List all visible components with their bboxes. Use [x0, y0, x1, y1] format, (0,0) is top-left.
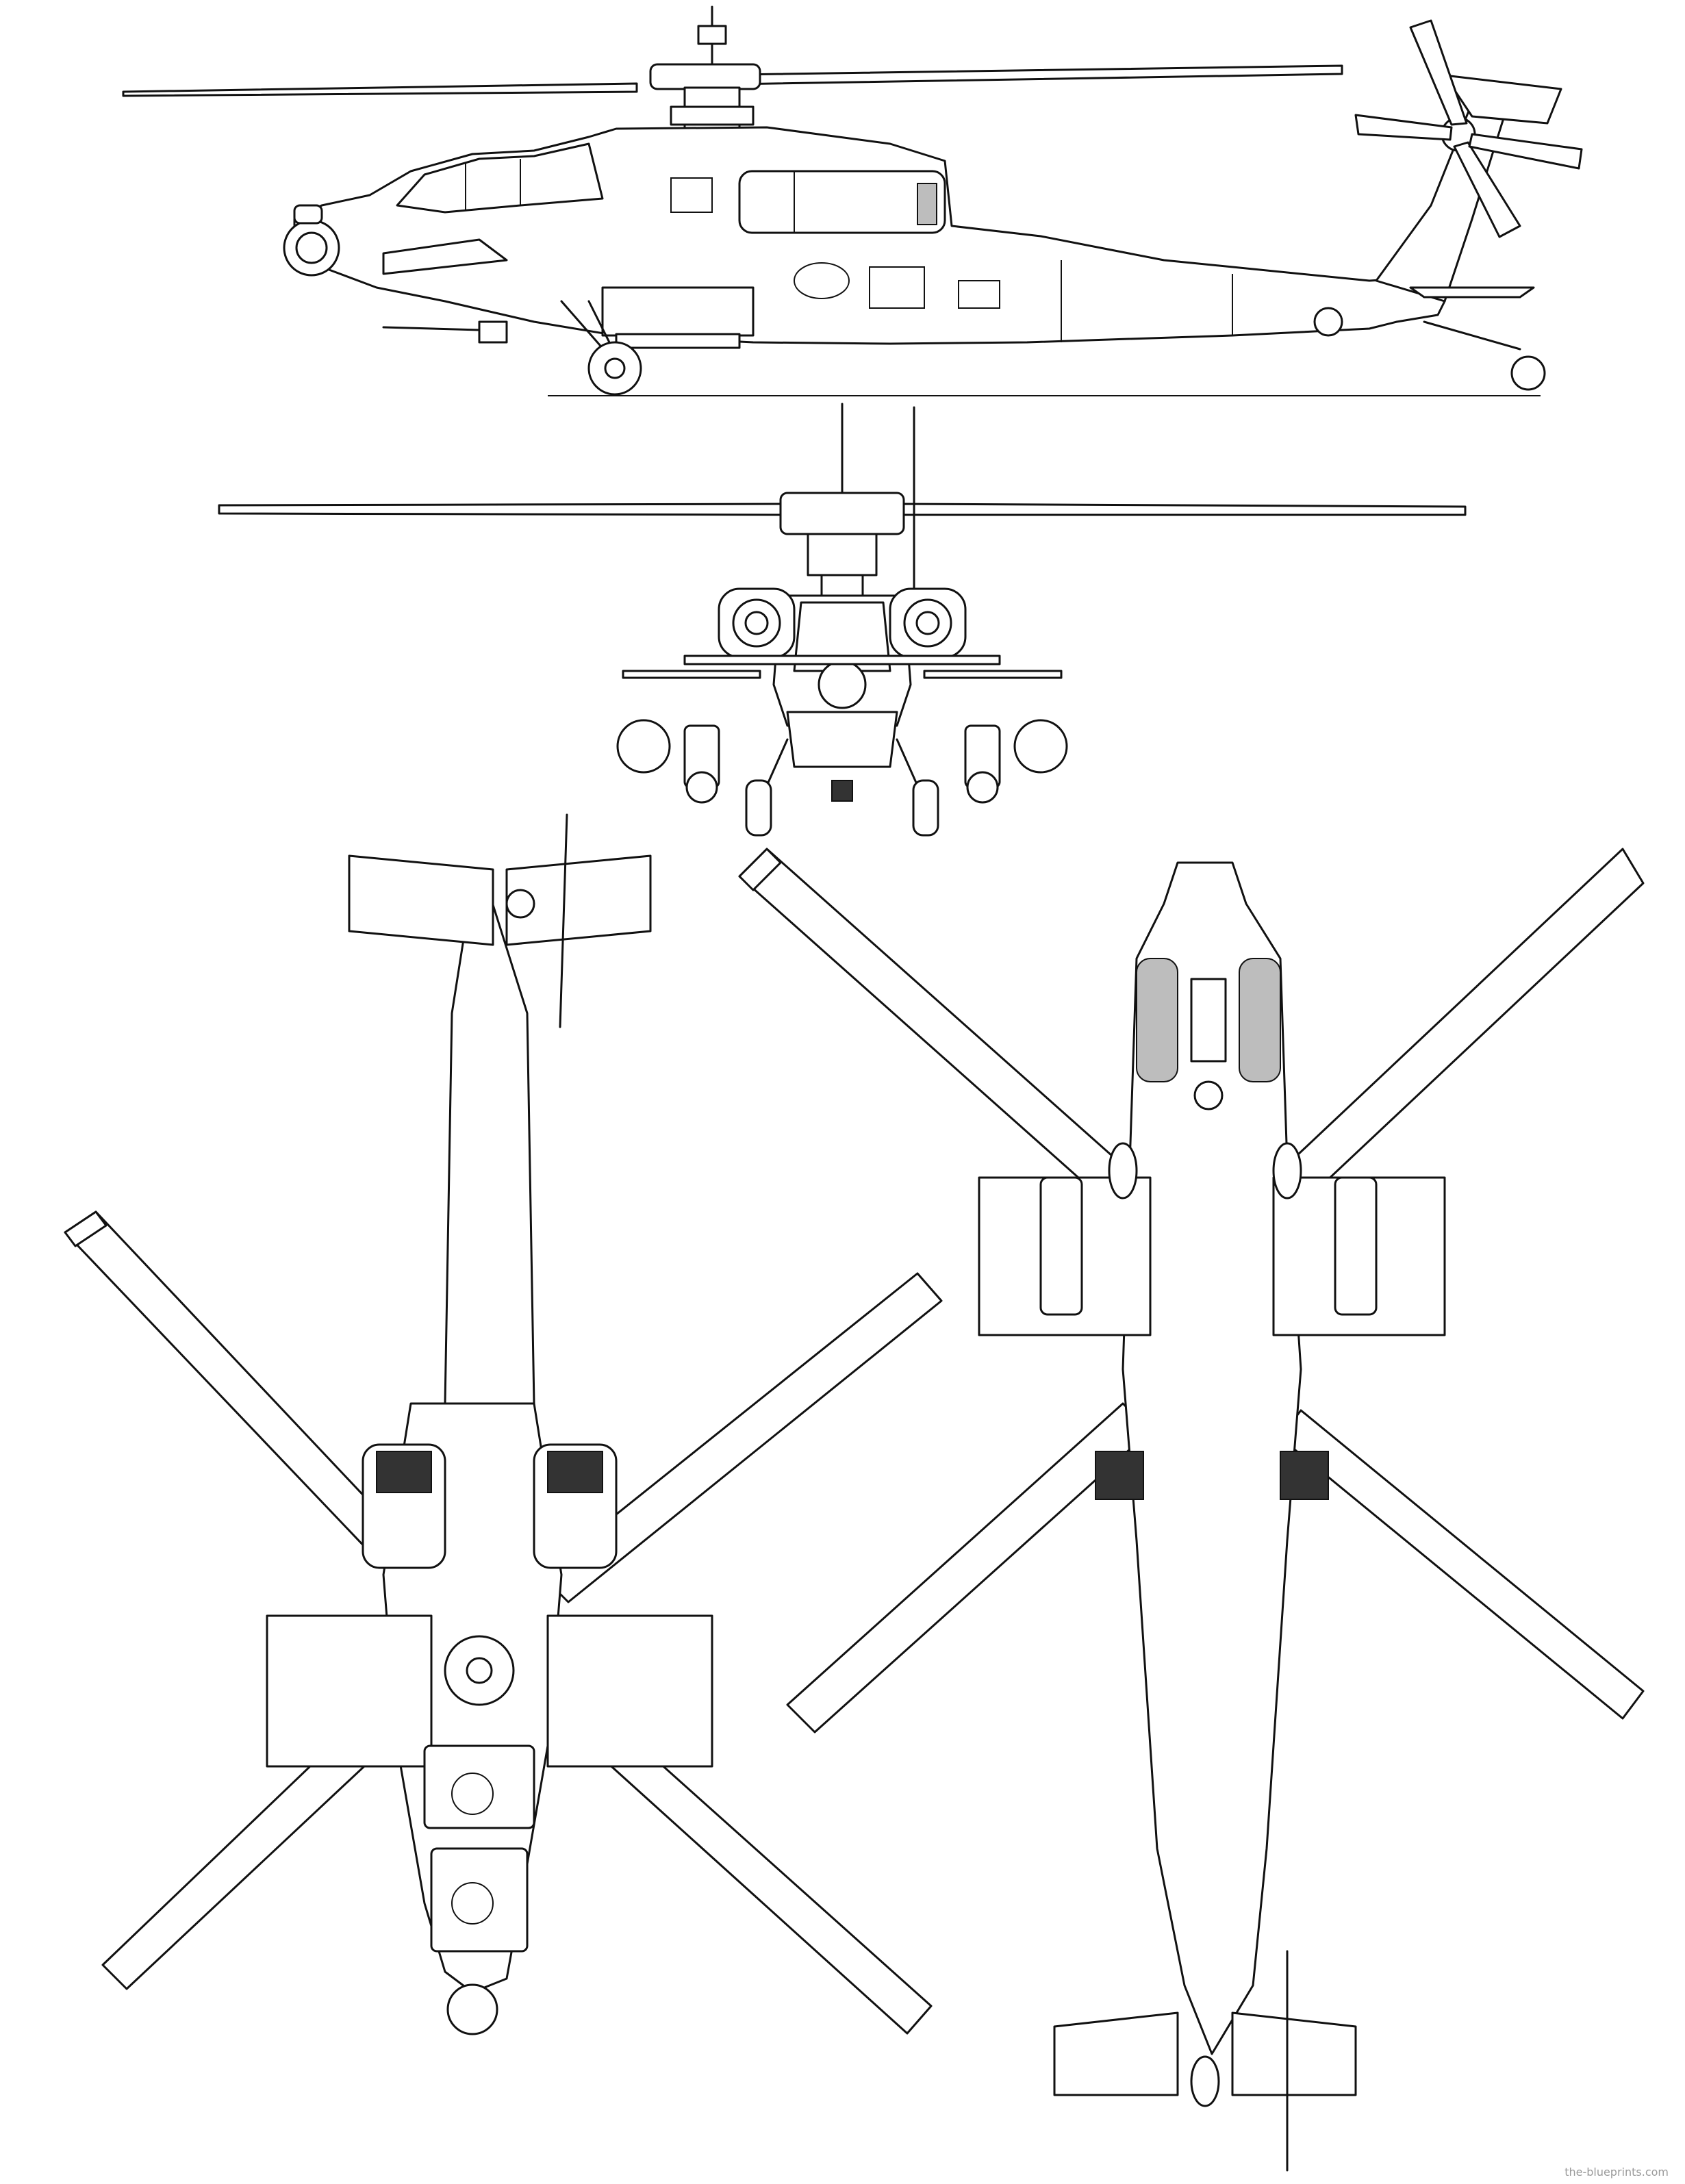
top-nose-sensor: [446, 1983, 498, 2035]
side-tail-rotor: [1354, 19, 1583, 238]
bottom-view: [738, 848, 1645, 2172]
front-rotor-hub: [779, 403, 915, 597]
front-left-engine: [718, 587, 796, 659]
bottom-horizontal-stabilizer: [1053, 2011, 1357, 2096]
top-view: [64, 813, 943, 2035]
bottom-chin-gun: [1190, 978, 1227, 1110]
front-view: [218, 403, 1467, 837]
front-stub-wings: [622, 655, 1063, 679]
bottom-landing-gear-wheels: [1108, 1142, 1302, 1199]
bottom-tail-wheel: [1190, 1950, 1289, 2172]
bottom-stub-wings: [978, 1176, 1446, 1336]
top-tail-boom: [444, 882, 535, 1405]
top-tail-rotor: [505, 813, 568, 1028]
side-stub-wing: [382, 238, 755, 349]
side-nose-sensor: [283, 204, 340, 277]
side-canopy: [396, 142, 604, 214]
side-main-rotor-blade-rear: [690, 64, 1343, 86]
side-chain-gun: [382, 320, 508, 344]
top-engine-nacelles: [362, 1443, 618, 1569]
side-tail-wheel: [1409, 286, 1546, 391]
top-stub-wings: [266, 1614, 713, 1768]
bottom-engine-exhausts: [1095, 1451, 1329, 1500]
front-main-rotor-right-blade: [896, 503, 1467, 516]
top-rotor-hub: [444, 1635, 515, 1706]
front-main-rotor-left-blade: [218, 503, 789, 516]
side-view: [122, 5, 1583, 396]
top-cockpit: [423, 1744, 535, 1953]
top-horizontal-stabilizer: [348, 854, 652, 946]
side-rotor-mast: [649, 5, 761, 130]
bottom-main-rotor-blades: [738, 848, 1645, 1734]
front-right-engine: [889, 587, 967, 659]
side-panel-details: [670, 177, 1343, 342]
side-fuselage: [293, 126, 1446, 345]
bottom-engine-cowlings: [1136, 958, 1281, 1082]
side-main-rotor-blade-front: [122, 82, 638, 97]
watermark-credit: the-blueprints.com: [1564, 2166, 1669, 2179]
front-landing-gear: [745, 738, 939, 837]
front-weapon-pods: [616, 719, 1068, 804]
side-horizontal-stabilizer: [1443, 74, 1562, 125]
side-main-landing-gear: [560, 300, 642, 396]
side-engine-nacelle: [738, 170, 946, 234]
